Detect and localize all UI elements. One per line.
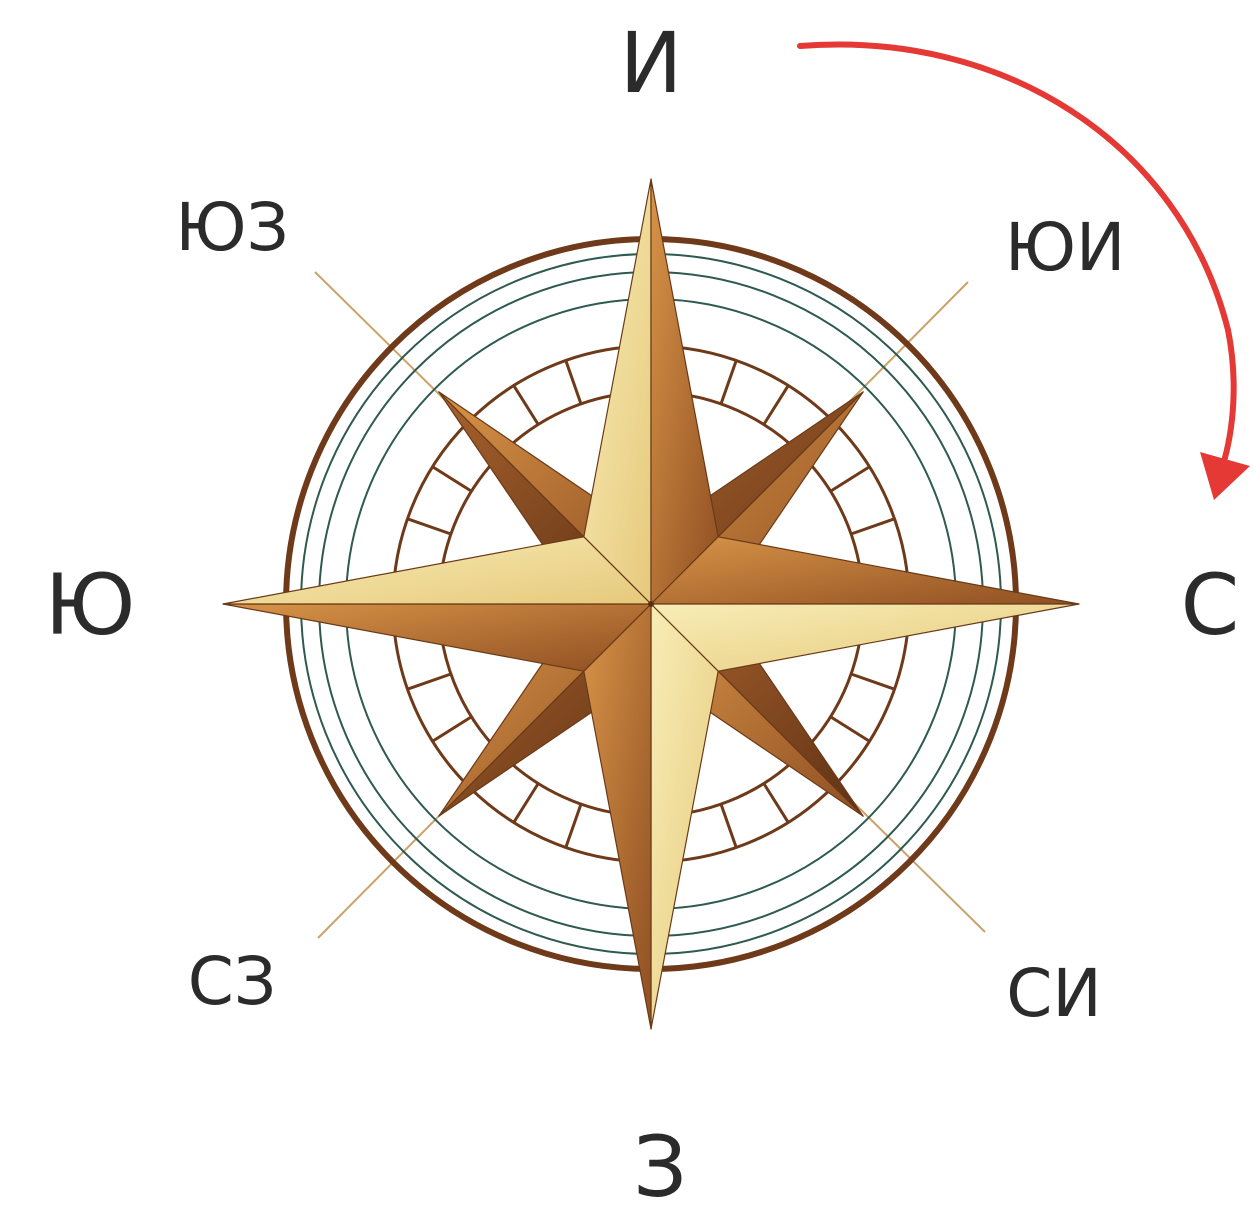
tick-mark [514, 386, 538, 425]
tick-mark [721, 804, 736, 847]
tick-mark [764, 784, 788, 823]
tick-mark [851, 674, 894, 689]
center-dot [648, 601, 654, 607]
arrow-head-icon [1200, 452, 1250, 500]
label-bottom: З [633, 1118, 687, 1207]
tick-mark [566, 804, 581, 847]
label-top: И [620, 14, 683, 112]
tick-mark [721, 360, 736, 403]
label-top-right: ЮИ [1005, 209, 1126, 286]
label-left: Ю [45, 556, 136, 654]
label-bottom-left: СЗ [188, 943, 276, 1020]
tick-mark [407, 519, 450, 534]
label-right: С [1181, 556, 1240, 654]
label-bottom-right: СИ [1006, 955, 1101, 1032]
tick-mark [514, 784, 538, 823]
tick-mark [831, 467, 870, 491]
tick-mark [764, 386, 788, 425]
tick-mark [831, 717, 870, 741]
label-top-left: ЮЗ [175, 189, 289, 266]
tick-mark [566, 360, 581, 403]
tick-mark [433, 717, 472, 741]
tick-mark [851, 519, 894, 534]
tick-mark [407, 674, 450, 689]
tick-mark [433, 467, 472, 491]
